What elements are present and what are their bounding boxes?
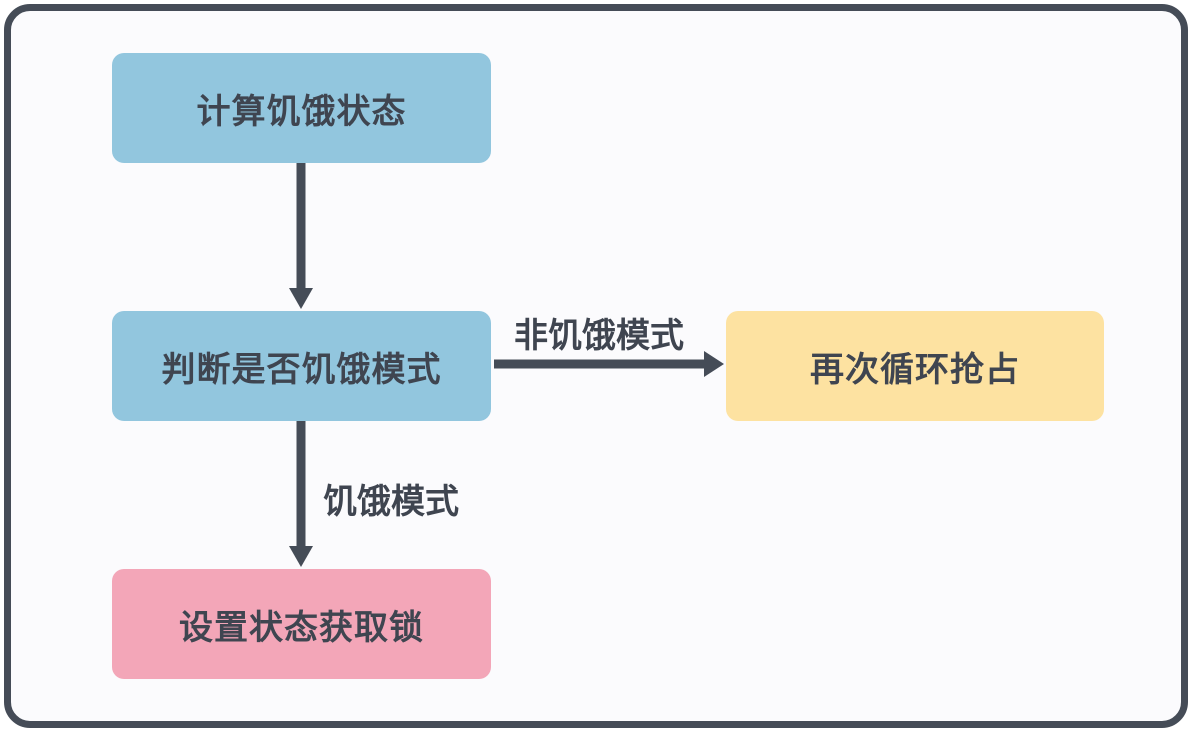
arrowhead-check-to-retry	[704, 351, 724, 377]
edge-label-hungry-mode: 饥饿模式	[323, 482, 459, 522]
node-check-hunger-mode: 判断是否饥饿模式	[112, 311, 491, 421]
node-set-state-acquire-lock-label: 设置状态获取锁	[179, 607, 424, 648]
edge-label-non-hungry-mode: 非饥饿模式	[514, 316, 684, 356]
arrowhead-calc-to-check	[289, 288, 313, 309]
arrowhead-check-to-set	[289, 546, 313, 567]
node-retry-grab-label: 再次循环抢占	[810, 349, 1020, 390]
node-calc-hunger-state-label: 计算饥饿状态	[196, 91, 407, 132]
node-check-hunger-mode-label: 判断是否饥饿模式	[161, 349, 442, 390]
node-calc-hunger-state: 计算饥饿状态	[112, 53, 491, 163]
node-set-state-acquire-lock: 设置状态获取锁	[112, 569, 491, 679]
node-retry-grab: 再次循环抢占	[726, 311, 1104, 421]
